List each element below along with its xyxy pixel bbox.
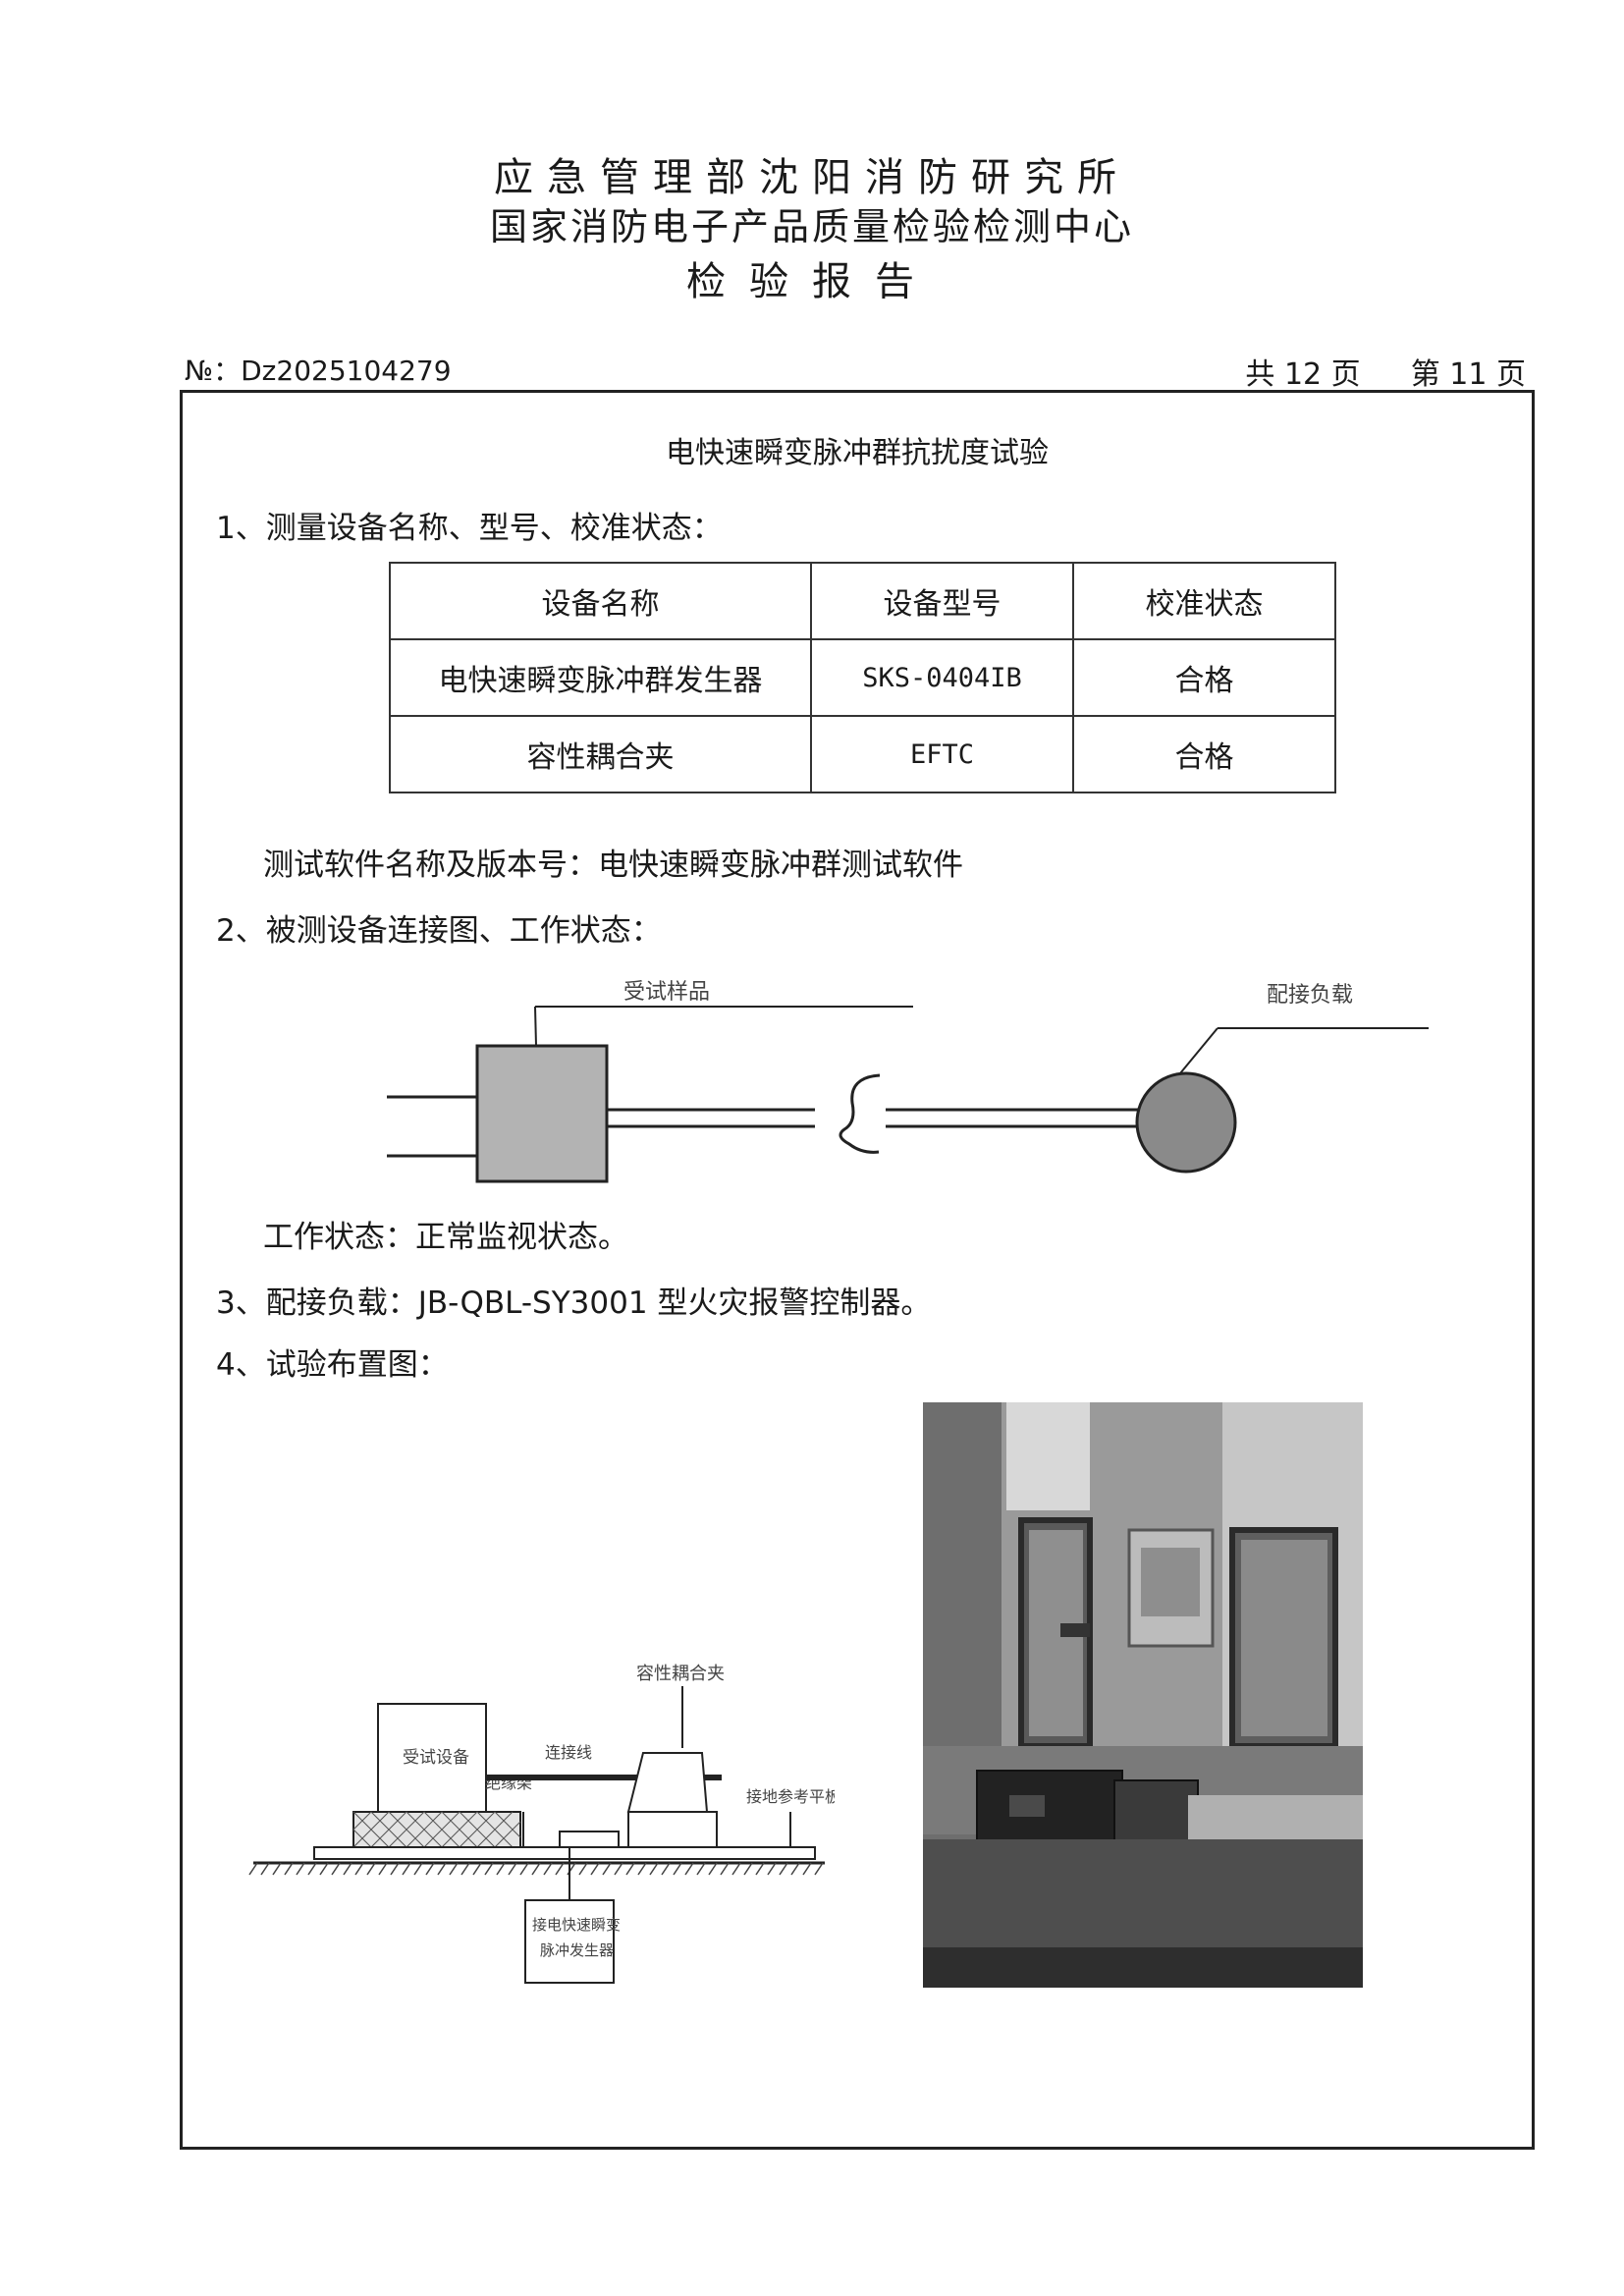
load-circle	[1135, 1071, 1237, 1174]
generator-label-2: 脉冲发生器	[540, 1941, 614, 1959]
content-frame	[180, 390, 1535, 2150]
test-setup-photo	[923, 1402, 1363, 1988]
item2-heading: 2、被测设备连接图、工作状态：	[216, 913, 662, 949]
center-name: 国家消防电子产品质量检验检测中心	[489, 205, 1134, 248]
col-header-calibration: 校准状态	[1072, 562, 1336, 640]
photo-window-right-view	[1241, 1540, 1327, 1736]
photo-poster-qr	[1141, 1548, 1200, 1616]
table-header-row: 设备名称 设备型号 校准状态	[389, 562, 1336, 640]
load-label: 配接负载	[1267, 983, 1353, 1008]
item1-heading: 1、测量设备名称、型号、校准状态：	[216, 511, 723, 546]
sample-label: 受试样品	[623, 980, 710, 1005]
photo-ground-plane	[923, 1839, 1363, 1947]
eut-label: 受试设备	[403, 1748, 469, 1768]
item3-text: 3、配接负载：JB-QBL-SY3001 型火灾报警控制器。	[216, 1285, 932, 1321]
col-header-name: 设备名称	[389, 562, 812, 640]
work-state: 工作状态：正常监视状态。	[263, 1220, 628, 1255]
cell-model: EFTC	[810, 715, 1074, 793]
cell-calibration: 合格	[1072, 715, 1336, 793]
org-name: 应急管理部沈阳消防研究所	[494, 155, 1130, 200]
photo-clamp-device	[1113, 1779, 1199, 1850]
ground-plane	[313, 1846, 816, 1860]
document-type: 检验报告	[686, 259, 938, 304]
generator-label-1: 接电快速瞬变	[532, 1916, 621, 1934]
photo-generator-screen	[1009, 1795, 1045, 1817]
generator-box	[524, 1899, 615, 1984]
break-symbol	[839, 1073, 881, 1154]
clamp-base	[627, 1811, 718, 1848]
clamp-shape	[626, 1752, 709, 1813]
photo-control-panel	[1188, 1795, 1363, 1839]
photo-wall-socket	[1060, 1623, 1090, 1637]
gen-connector	[559, 1831, 620, 1848]
photo-table-edge	[923, 1947, 1363, 1988]
clamp-label: 容性耦合夹	[636, 1664, 725, 1684]
pagination: 共 12 页 第 11 页	[1245, 350, 1526, 393]
ground-plane-label: 接地参考平板	[746, 1787, 835, 1806]
report-number: №：Dz2025104279	[185, 355, 452, 387]
test-layout-diagram: 容性耦合夹 受试设备 绝缘架 连接线 接地参考平板 接电快速瞬变 脉冲发生器	[248, 1664, 835, 1984]
load-leader-diag	[1179, 1027, 1218, 1074]
table-row: 容性耦合夹 EFTC 合格	[389, 715, 1336, 793]
connection-diagram: 受试样品 配接负载	[387, 980, 1429, 1183]
insulator-block	[352, 1811, 521, 1848]
wire-label: 连接线	[545, 1743, 592, 1762]
section-title: 电快速瞬变脉冲群抗扰度试验	[666, 436, 1049, 470]
current-page: 第 11 页	[1410, 357, 1526, 392]
item4-heading: 4、试验布置图：	[216, 1347, 449, 1383]
cell-model: SKS-0404IB	[810, 638, 1074, 717]
floor-hatch	[248, 1862, 824, 1876]
total-pages: 共 12 页	[1245, 357, 1361, 392]
cell-name: 电快速瞬变脉冲群发生器	[389, 638, 812, 717]
col-header-model: 设备型号	[810, 562, 1074, 640]
cell-name: 容性耦合夹	[389, 715, 812, 793]
insulator-hatch	[352, 1811, 521, 1848]
sample-leader-diag	[534, 1006, 537, 1047]
equipment-table: 设备名称 设备型号 校准状态 电快速瞬变脉冲群发生器 SKS-0404IB 合格…	[389, 562, 1336, 793]
eut-box	[377, 1703, 487, 1813]
cell-calibration: 合格	[1072, 638, 1336, 717]
table-row: 电快速瞬变脉冲群发生器 SKS-0404IB 合格	[389, 638, 1336, 717]
software-line: 测试软件名称及版本号：电快速瞬变脉冲群测试软件	[263, 847, 963, 883]
sample-box	[475, 1044, 609, 1183]
photo-blind	[1006, 1402, 1090, 1510]
